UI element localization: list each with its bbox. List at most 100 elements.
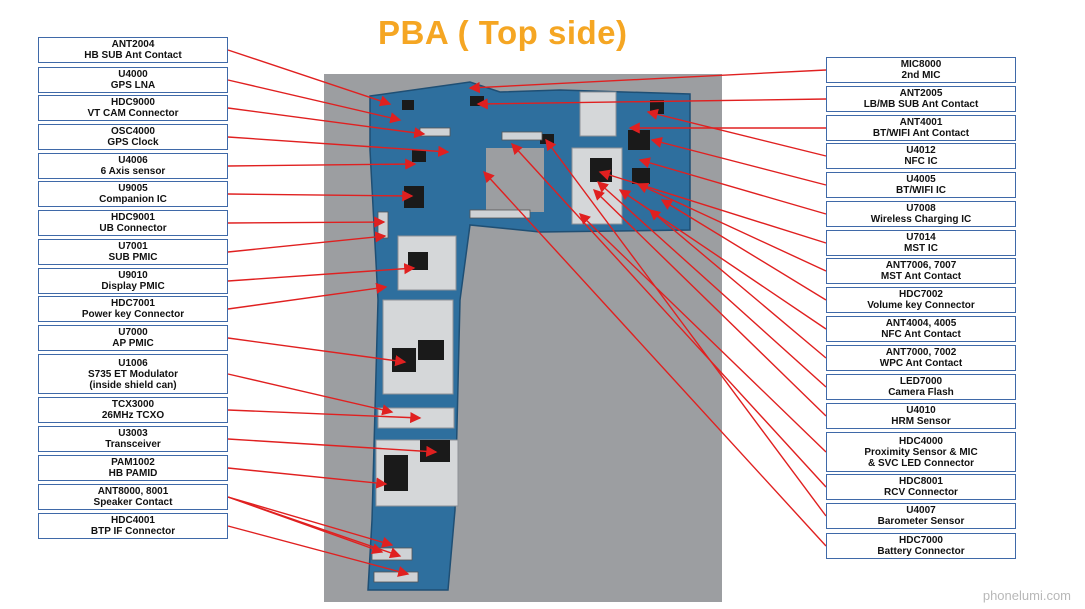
- component-code: TCX3000: [111, 399, 155, 410]
- ic-chip: [628, 130, 650, 150]
- component-description: Barometer Sensor: [877, 516, 965, 527]
- component-code: U7014: [906, 232, 936, 243]
- watermark: phonelumi.com: [982, 588, 1071, 603]
- component-description: 26MHz TCXO: [101, 410, 165, 421]
- component-description-2: & SVC LED Connector: [867, 457, 975, 469]
- component-description: BTP IF Connector: [90, 526, 176, 537]
- component-code: U7000: [118, 327, 148, 338]
- component-code: ANT4001: [899, 117, 943, 128]
- pointer-arrow: [227, 438, 438, 457]
- pointer-arrow: [592, 189, 827, 417]
- pointer-arrow: [227, 136, 450, 157]
- component-description: BT/WIFI Ant Contact: [872, 128, 970, 139]
- component-description: Battery Connector: [877, 546, 965, 557]
- component-description: Transceiver: [105, 439, 161, 450]
- component-code: MIC8000: [900, 59, 942, 70]
- component-description: Speaker Contact: [93, 497, 173, 508]
- pointer-arrow: [227, 216, 386, 228]
- component-code: ANT7000, 7002: [885, 347, 957, 358]
- pointer-arrow: [227, 79, 402, 124]
- ic-chip: [408, 252, 428, 270]
- diagram-title: PBA ( Top side): [378, 14, 628, 51]
- component-code: OSC4000: [111, 126, 155, 137]
- board-connector: [373, 571, 419, 583]
- component-code: ANT8000, 8001: [97, 486, 169, 497]
- component-code: HDC9001: [111, 212, 155, 223]
- board-connector: [501, 131, 543, 141]
- component-description: Proximity Sensor & MIC: [864, 446, 978, 458]
- pointer-arrow: [227, 337, 407, 367]
- component-description: RCV Connector: [884, 487, 958, 498]
- pointer-arrow: [648, 209, 827, 359]
- shield-can: [579, 91, 617, 137]
- pointer-arrow: [227, 282, 388, 310]
- component-description: MST IC: [904, 243, 938, 254]
- ic-chip: [590, 158, 612, 182]
- component-code: U4007: [906, 505, 936, 516]
- pointer-arrow: [227, 263, 416, 282]
- component-description: BT/WIFI IC: [896, 185, 946, 196]
- pointer-arrow: [227, 373, 394, 416]
- component-code: LED7000: [899, 376, 943, 387]
- component-code: ANT2005: [899, 88, 943, 99]
- component-description: 6 Axis sensor: [100, 166, 166, 177]
- component-description: GPS LNA: [110, 80, 156, 91]
- component-description: MST Ant Contact: [880, 271, 962, 282]
- component-code: U1006: [118, 357, 148, 369]
- component-code: HDC4001: [111, 515, 155, 526]
- component-code: U9005: [118, 183, 148, 194]
- ic-chip: [384, 455, 408, 491]
- component-code: U4000: [118, 69, 148, 80]
- component-code: HDC9000: [111, 97, 155, 108]
- component-code: HDC4000: [899, 435, 943, 447]
- component-description: VT CAM Connector: [87, 108, 179, 119]
- component-code: U4005: [906, 174, 936, 185]
- component-code: U3003: [118, 428, 148, 439]
- component-code: HDC7000: [899, 535, 943, 546]
- component-description: NFC Ant Contact: [881, 329, 961, 340]
- board-connector: [419, 127, 451, 137]
- component-code: ANT2004: [111, 39, 155, 50]
- pointer-arrow: [596, 181, 827, 388]
- pointer-arrow: [227, 525, 410, 577]
- ic-chip: [412, 150, 426, 162]
- pointer-arrow: [227, 496, 394, 548]
- ic-chip: [392, 348, 416, 372]
- component-code: U4012: [906, 145, 936, 156]
- pointer-arrow: [227, 107, 426, 139]
- pointer-arrow: [578, 213, 827, 453]
- component-code: HDC8001: [899, 476, 943, 487]
- component-code: PAM1002: [111, 457, 155, 468]
- pointer-arrow: [476, 98, 827, 110]
- component-code: U7008: [906, 203, 936, 214]
- pointer-arrow: [660, 199, 827, 301]
- pointer-arrow: [646, 108, 827, 157]
- board-connector: [377, 211, 389, 239]
- pointer-arrow: [227, 409, 422, 424]
- component-description: UB Connector: [99, 223, 167, 234]
- component-description: HRM Sensor: [891, 416, 951, 427]
